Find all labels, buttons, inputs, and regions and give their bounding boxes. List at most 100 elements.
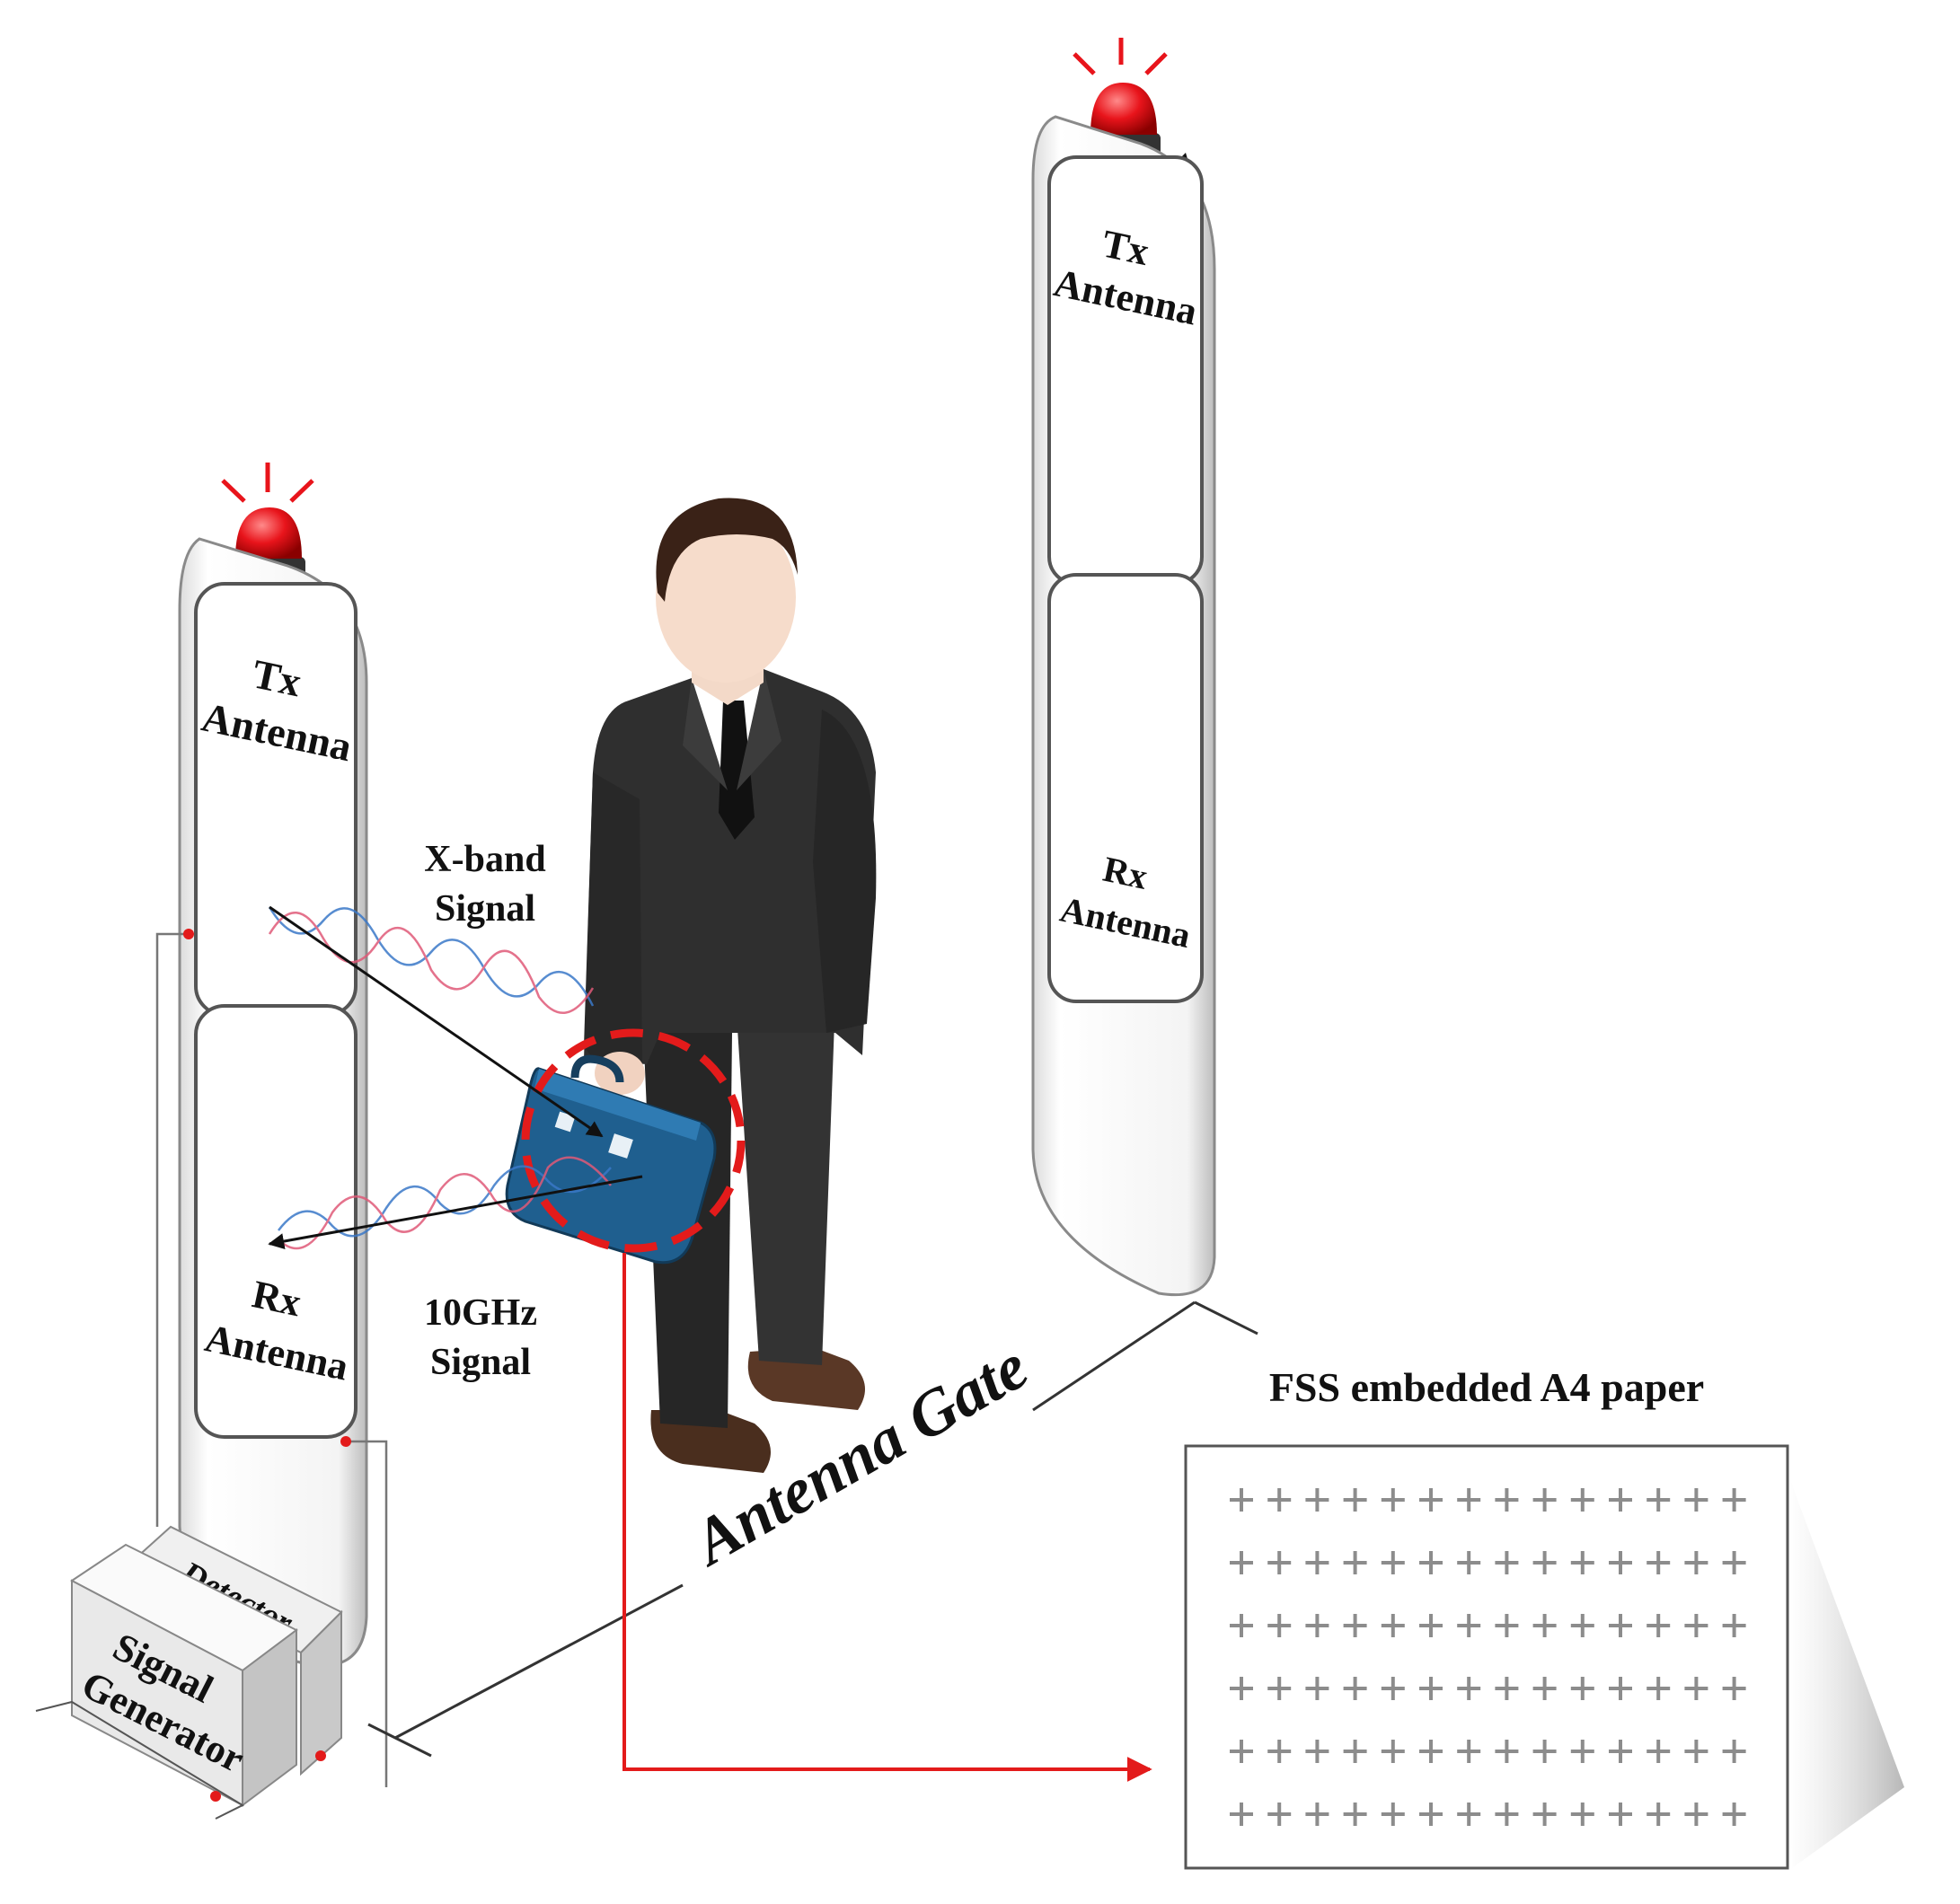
- fss-cross: [1305, 1551, 1329, 1574]
- right-rx-antenna: [1047, 573, 1204, 1003]
- fss-cross: [1230, 1740, 1253, 1763]
- fss-cross: [1381, 1803, 1405, 1826]
- fss-cross: [1495, 1803, 1519, 1826]
- fss-cross: [1495, 1677, 1519, 1700]
- fss-cross: [1343, 1614, 1367, 1637]
- fss-cross: [1609, 1803, 1632, 1826]
- fss-cross: [1532, 1488, 1557, 1512]
- wires: [155, 929, 388, 1787]
- fss-cross: [1647, 1488, 1671, 1512]
- ghz-signal-arrow: [268, 1175, 643, 1249]
- fss-cross: [1722, 1551, 1746, 1574]
- fss-cross: [1343, 1551, 1367, 1574]
- fss-cross: [1419, 1614, 1443, 1637]
- fss-cross: [1267, 1614, 1292, 1637]
- fss-cross: [1267, 1488, 1292, 1512]
- callout-arrow: [622, 1253, 1152, 1782]
- fss-cross: [1419, 1803, 1443, 1826]
- fss-cross: [1684, 1740, 1708, 1763]
- fss-cross: [1419, 1488, 1443, 1512]
- fss-cross: [1305, 1740, 1329, 1763]
- fss-cross: [1570, 1740, 1594, 1763]
- fss-cross: [1230, 1803, 1253, 1826]
- fss-cross: [1267, 1740, 1292, 1763]
- fss-cross: [1722, 1677, 1746, 1700]
- fss-cross: [1532, 1677, 1557, 1700]
- fss-cross: [1419, 1551, 1443, 1574]
- fss-cross: [1343, 1803, 1367, 1826]
- fss-cross: [1609, 1488, 1632, 1512]
- fss-cross: [1419, 1677, 1443, 1700]
- fss-cross: [1305, 1488, 1329, 1512]
- fss-cross: [1532, 1740, 1557, 1763]
- fss-cross: [1684, 1551, 1708, 1574]
- fss-cross: [1230, 1488, 1253, 1512]
- fss-cross: [1381, 1488, 1405, 1512]
- fss-cross: [1532, 1614, 1557, 1637]
- fss-cross: [1381, 1614, 1405, 1637]
- left-gate: Tx Antenna Rx Antenna: [178, 463, 368, 1667]
- fss-cross: [1457, 1488, 1481, 1512]
- fss-paper-panel: [1184, 1444, 1904, 1870]
- fss-cross: [1647, 1551, 1671, 1574]
- fss-cross: [1343, 1677, 1367, 1700]
- fss-cross: [1647, 1614, 1671, 1637]
- fss-cross: [1495, 1740, 1519, 1763]
- xband-label-1: X-band: [424, 839, 545, 880]
- fss-cross: [1570, 1614, 1594, 1637]
- fss-cross: [1267, 1803, 1292, 1826]
- fss-cross: [1305, 1803, 1329, 1826]
- fss-cross: [1722, 1740, 1746, 1763]
- ghz-label-1: 10GHz: [424, 1292, 537, 1334]
- ghz-label-2: Signal: [430, 1342, 531, 1383]
- fss-cross-grid: [1230, 1488, 1746, 1826]
- fss-cross: [1722, 1614, 1746, 1637]
- fss-cross: [1570, 1551, 1594, 1574]
- fss-cross: [1230, 1551, 1253, 1574]
- fss-cross: [1230, 1614, 1253, 1637]
- xband-signal-arrow: [269, 905, 604, 1138]
- right-gate: Tx Antenna Rx Antenna: [1031, 38, 1216, 1297]
- fss-cross: [1343, 1488, 1367, 1512]
- fss-cross: [1457, 1740, 1481, 1763]
- fss-cross: [1609, 1740, 1632, 1763]
- fss-cross: [1609, 1677, 1632, 1700]
- fss-cross: [1457, 1551, 1481, 1574]
- fss-title: FSS embedded A4 paper: [1269, 1364, 1704, 1410]
- fss-cross: [1609, 1614, 1632, 1637]
- fss-cross: [1532, 1551, 1557, 1574]
- detection-circle: [521, 1028, 746, 1253]
- fss-cross: [1532, 1803, 1557, 1826]
- fss-cross: [1495, 1551, 1519, 1574]
- right-tx-antenna: [1047, 155, 1204, 586]
- right-tx-label-1: Tx: [1099, 222, 1152, 275]
- fss-cross: [1722, 1488, 1746, 1512]
- fss-cross: [1381, 1551, 1405, 1574]
- signal-generator-box: Signal Generator: [35, 1543, 326, 1820]
- fss-cross: [1570, 1803, 1594, 1826]
- fss-cross: [1684, 1614, 1708, 1637]
- fss-cross: [1267, 1551, 1292, 1574]
- fss-cross: [1570, 1677, 1594, 1700]
- antenna-gate-baseline: [367, 1300, 1258, 1758]
- fss-cross: [1343, 1740, 1367, 1763]
- fss-cross: [1647, 1677, 1671, 1700]
- fss-cross: [1457, 1614, 1481, 1637]
- fss-cross: [1457, 1677, 1481, 1700]
- fss-cross: [1381, 1740, 1405, 1763]
- xband-label-2: Signal: [435, 888, 535, 930]
- fss-cross: [1684, 1677, 1708, 1700]
- fss-cross: [1305, 1677, 1329, 1700]
- fss-cross: [1722, 1803, 1746, 1826]
- fss-cross: [1570, 1488, 1594, 1512]
- fss-cross: [1684, 1488, 1708, 1512]
- fss-cross: [1419, 1740, 1443, 1763]
- fss-cross: [1495, 1614, 1519, 1637]
- fss-cross: [1457, 1803, 1481, 1826]
- left-rx-label-1: Rx: [249, 1272, 305, 1325]
- left-tx-label-1: Tx: [249, 650, 305, 705]
- fss-paper: [1184, 1444, 1789, 1870]
- fss-cross: [1647, 1740, 1671, 1763]
- right-rx-label-1: Rx: [1099, 849, 1151, 897]
- xband-signal-wave: [268, 906, 595, 1014]
